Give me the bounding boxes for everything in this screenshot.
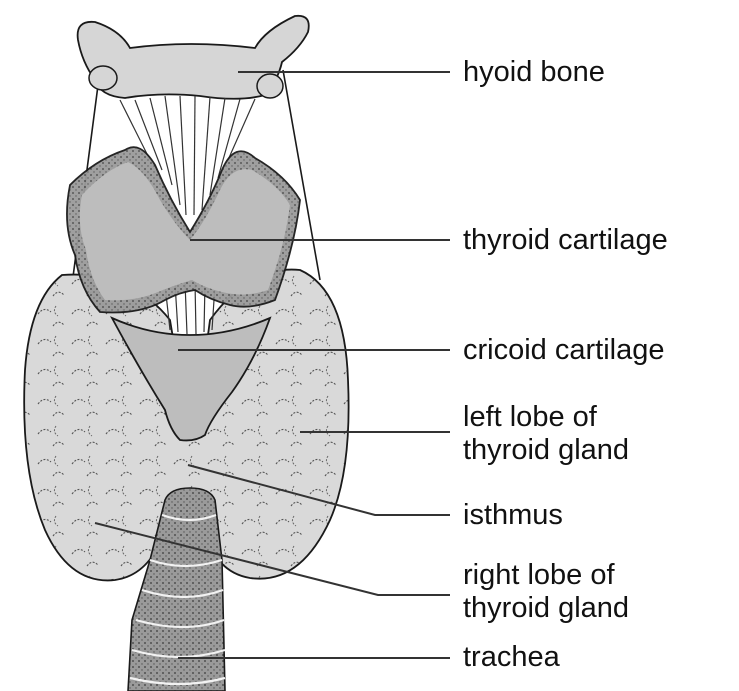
label-thyroid-cartilage: thyroid cartilage	[463, 224, 668, 257]
label-right-lobe-line-2: thyroid gland	[463, 592, 629, 625]
label-isthmus: isthmus	[463, 499, 563, 532]
label-hyoid-bone: hyoid bone	[463, 56, 605, 89]
label-isthmus-text: isthmus	[463, 499, 563, 531]
label-right-lobe-line-1: right lobe of	[463, 559, 629, 592]
hyoid-left-horn	[89, 66, 117, 90]
label-right-lobe: right lobe of thyroid gland	[463, 559, 629, 625]
label-trachea-text: trachea	[463, 641, 560, 673]
label-trachea: trachea	[463, 641, 560, 674]
label-left-lobe-line-2: thyroid gland	[463, 434, 629, 467]
label-thyroid-cartilage-text: thyroid cartilage	[463, 224, 668, 256]
label-cricoid-cartilage: cricoid cartilage	[463, 334, 664, 367]
label-left-lobe: left lobe of thyroid gland	[463, 401, 629, 467]
label-cricoid-cartilage-text: cricoid cartilage	[463, 334, 664, 366]
label-hyoid-bone-text: hyoid bone	[463, 56, 605, 88]
hyoid-right-horn	[257, 74, 283, 98]
label-left-lobe-line-1: left lobe of	[463, 401, 629, 434]
